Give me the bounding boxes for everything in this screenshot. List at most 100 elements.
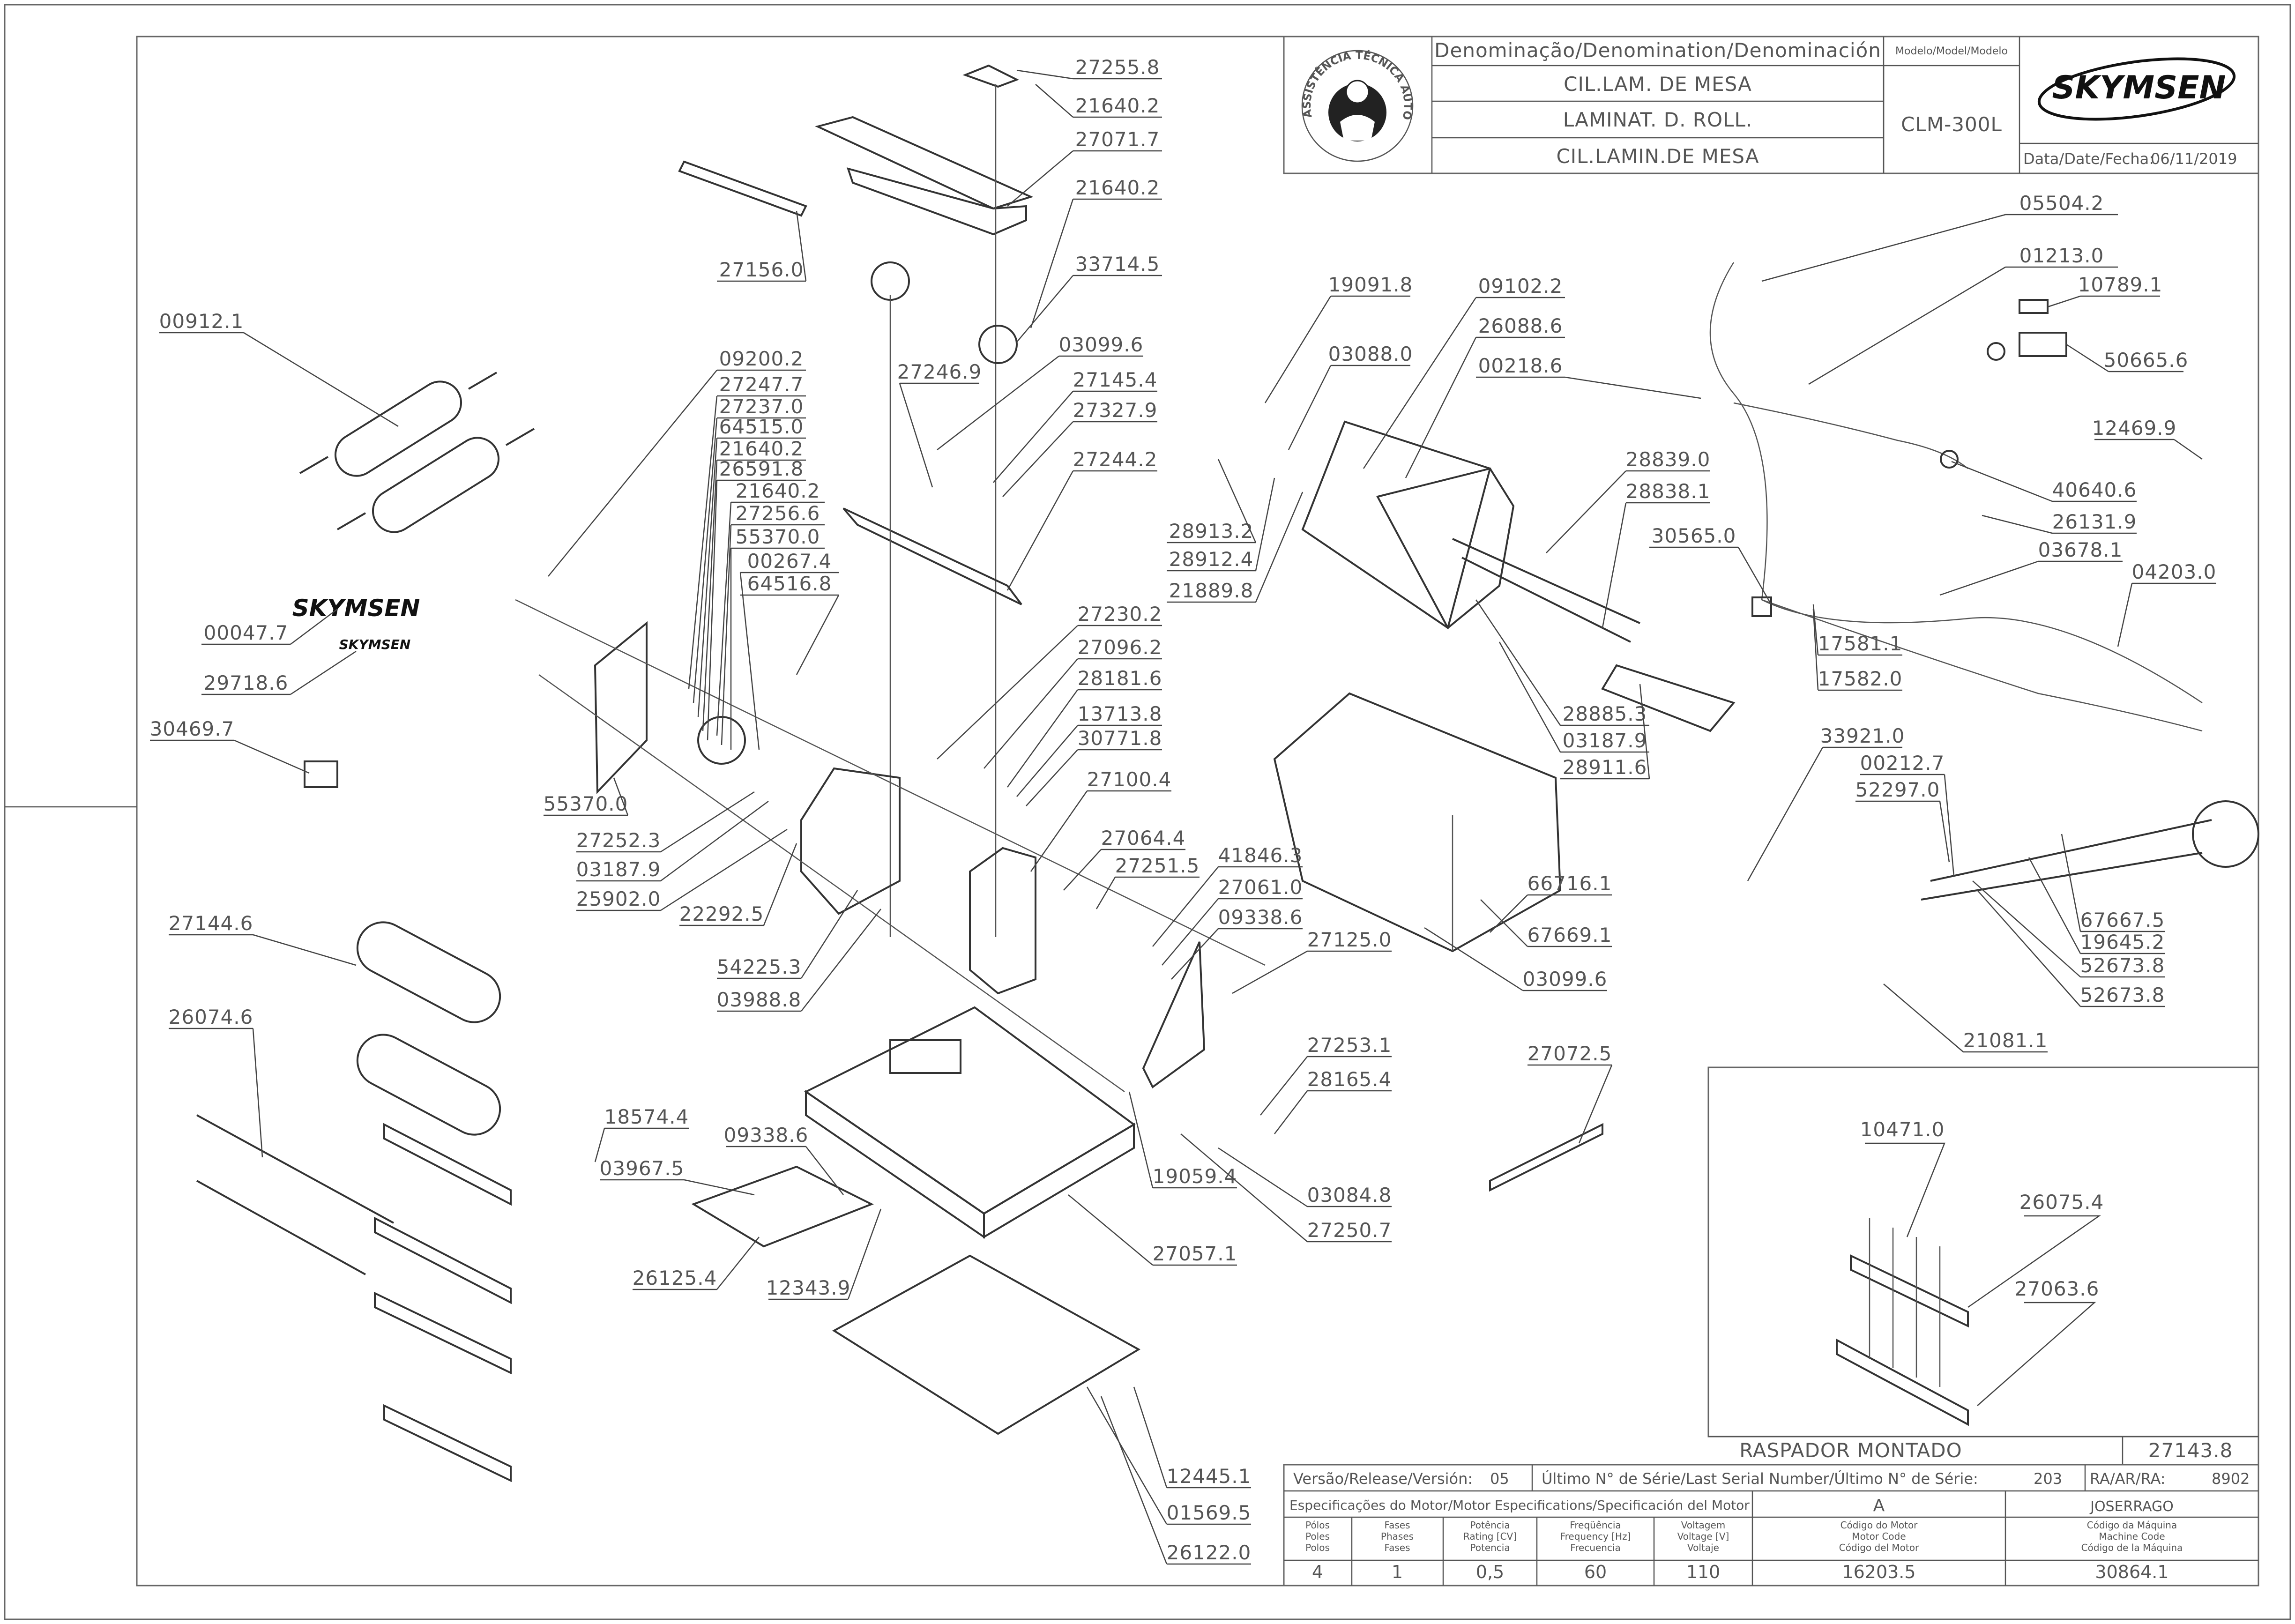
part-label: 27230.2 bbox=[1078, 603, 1162, 626]
part-label: 33714.5 bbox=[1075, 253, 1160, 276]
leader-line bbox=[1274, 1090, 1308, 1134]
part-label: 26074.6 bbox=[169, 1006, 253, 1028]
part-label: 64515.0 bbox=[719, 415, 804, 438]
leader-line bbox=[1030, 790, 1088, 872]
leader-line bbox=[937, 356, 1059, 450]
motor-col-header: Frequency [Hz] bbox=[1560, 1531, 1631, 1542]
part-label: 00218.6 bbox=[1478, 354, 1563, 377]
motor-col-header: Poles bbox=[1305, 1531, 1330, 1542]
motor-variant: A bbox=[1873, 1496, 1885, 1515]
part-label: 03187.9 bbox=[576, 858, 661, 881]
leader-line bbox=[697, 438, 718, 717]
part-label: 18574.4 bbox=[604, 1105, 689, 1128]
part-label: 00212.7 bbox=[1860, 752, 1945, 775]
part-label: 21640.2 bbox=[719, 437, 804, 460]
part-label: 26122.0 bbox=[1167, 1541, 1252, 1564]
ra-value: 8902 bbox=[2212, 1470, 2250, 1488]
part-label: 27256.6 bbox=[736, 502, 820, 525]
name-pt: CIL.LAM. DE MESA bbox=[1564, 73, 1752, 96]
motor-col-header: Voltaje bbox=[1687, 1542, 1719, 1553]
name-es: CIL.LAMIN.DE MESA bbox=[1556, 145, 1759, 168]
leader-line bbox=[660, 791, 755, 853]
part-label: 00912.1 bbox=[159, 310, 244, 333]
leader-line bbox=[1255, 477, 1275, 571]
leader-line bbox=[1475, 599, 1561, 726]
leader-line bbox=[252, 1028, 263, 1158]
motor-col-header: Pólos bbox=[1305, 1520, 1330, 1531]
leader-line bbox=[1171, 928, 1219, 980]
leader-line bbox=[660, 828, 788, 911]
part-label: 03099.6 bbox=[1523, 968, 1608, 991]
leader-line bbox=[1255, 492, 1304, 603]
leader-line bbox=[1035, 84, 1073, 118]
motor-col-value: 110 bbox=[1686, 1562, 1721, 1582]
leader-line bbox=[1808, 266, 2006, 385]
part-label: 55370.0 bbox=[736, 525, 820, 548]
outer-frame bbox=[4, 4, 2291, 1620]
part-label: 26591.8 bbox=[719, 457, 804, 480]
part-label: 19091.8 bbox=[1328, 273, 1413, 296]
inner-frame bbox=[136, 36, 2259, 1587]
motor-col-header: Código da Máquina bbox=[2087, 1520, 2177, 1531]
seal-text: ASSISTÊNCIA TÉCNICA AUTORIZADA bbox=[0, 0, 1414, 121]
leader-line bbox=[800, 890, 858, 979]
part-label: 27156.0 bbox=[719, 258, 804, 281]
leader-line bbox=[2174, 439, 2203, 460]
leader-line bbox=[1288, 365, 1332, 450]
part-label: 09200.2 bbox=[719, 347, 804, 370]
part-label: 28911.6 bbox=[1563, 756, 1647, 779]
inset-raspador: RASPADOR MONTADO 27143.8 10471.0 26075.4… bbox=[1707, 1066, 2259, 1465]
part-label: 55370.0 bbox=[544, 792, 628, 815]
part-label: 27247.7 bbox=[719, 373, 804, 396]
leader-line bbox=[548, 370, 717, 577]
motor-col-header: Machine Code bbox=[2099, 1531, 2165, 1542]
part-label: 27255.8 bbox=[1075, 56, 1160, 79]
part-label: 27061.0 bbox=[1218, 876, 1303, 899]
skymsen-logo-small: SKYMSEN bbox=[339, 637, 411, 652]
leader-line bbox=[1006, 689, 1079, 788]
part-label: 30565.0 bbox=[1652, 524, 1736, 547]
part-label: 64516.8 bbox=[747, 572, 832, 595]
leader-line bbox=[1546, 470, 1626, 553]
part-label: 21640.2 bbox=[1075, 176, 1160, 199]
footer-table: Versão/Release/Versión: 05 Último N° de … bbox=[1283, 1464, 2259, 1587]
part-label: 28912.4 bbox=[1169, 548, 1254, 571]
motor-spec-label: Especificações do Motor/Motor Especifica… bbox=[1289, 1497, 1750, 1513]
part-label: 03084.8 bbox=[1307, 1184, 1392, 1207]
serial-label: Último N° de Série/Last Serial Number/Úl… bbox=[1542, 1469, 1978, 1488]
leader-line bbox=[1498, 641, 1561, 752]
part-label: 19645.2 bbox=[2080, 931, 2165, 954]
leader-line bbox=[243, 332, 399, 427]
leader-line bbox=[2066, 343, 2109, 372]
leader-line bbox=[1939, 560, 2039, 596]
version-value: 05 bbox=[1490, 1470, 1509, 1488]
leader-line bbox=[1100, 1396, 1168, 1564]
part-label: 28838.1 bbox=[1626, 480, 1711, 503]
part-label: 22292.5 bbox=[679, 902, 764, 925]
leader-line bbox=[1016, 725, 1078, 797]
leader-line bbox=[234, 739, 310, 774]
part-label: 54225.3 bbox=[717, 955, 802, 978]
leader-line bbox=[1264, 296, 1332, 403]
leader-line bbox=[1982, 514, 2053, 534]
part-label: 27064.4 bbox=[1101, 827, 1186, 849]
part-label: 52297.0 bbox=[1855, 778, 1940, 801]
leader-line bbox=[1030, 199, 1074, 328]
part-label: 27244.2 bbox=[1073, 448, 1158, 471]
leader-line bbox=[290, 609, 338, 645]
part-label: 28181.6 bbox=[1078, 667, 1162, 690]
leader-line bbox=[693, 417, 718, 703]
part-label: 00267.4 bbox=[747, 550, 832, 573]
part-label: 27057.1 bbox=[1153, 1242, 1237, 1265]
leader-line bbox=[796, 210, 807, 282]
leader-line bbox=[1944, 774, 1955, 877]
part-label: 03988.8 bbox=[717, 988, 802, 1011]
part-label: 67667.5 bbox=[2080, 909, 2165, 931]
part-label: 28839.0 bbox=[1626, 448, 1711, 471]
part-label: 52673.8 bbox=[2080, 983, 2165, 1006]
leader-line bbox=[1180, 1133, 1308, 1242]
leader-line bbox=[2117, 583, 2133, 647]
leader-line bbox=[290, 650, 357, 695]
leader-line bbox=[1972, 880, 2081, 977]
leader-line bbox=[721, 524, 732, 745]
